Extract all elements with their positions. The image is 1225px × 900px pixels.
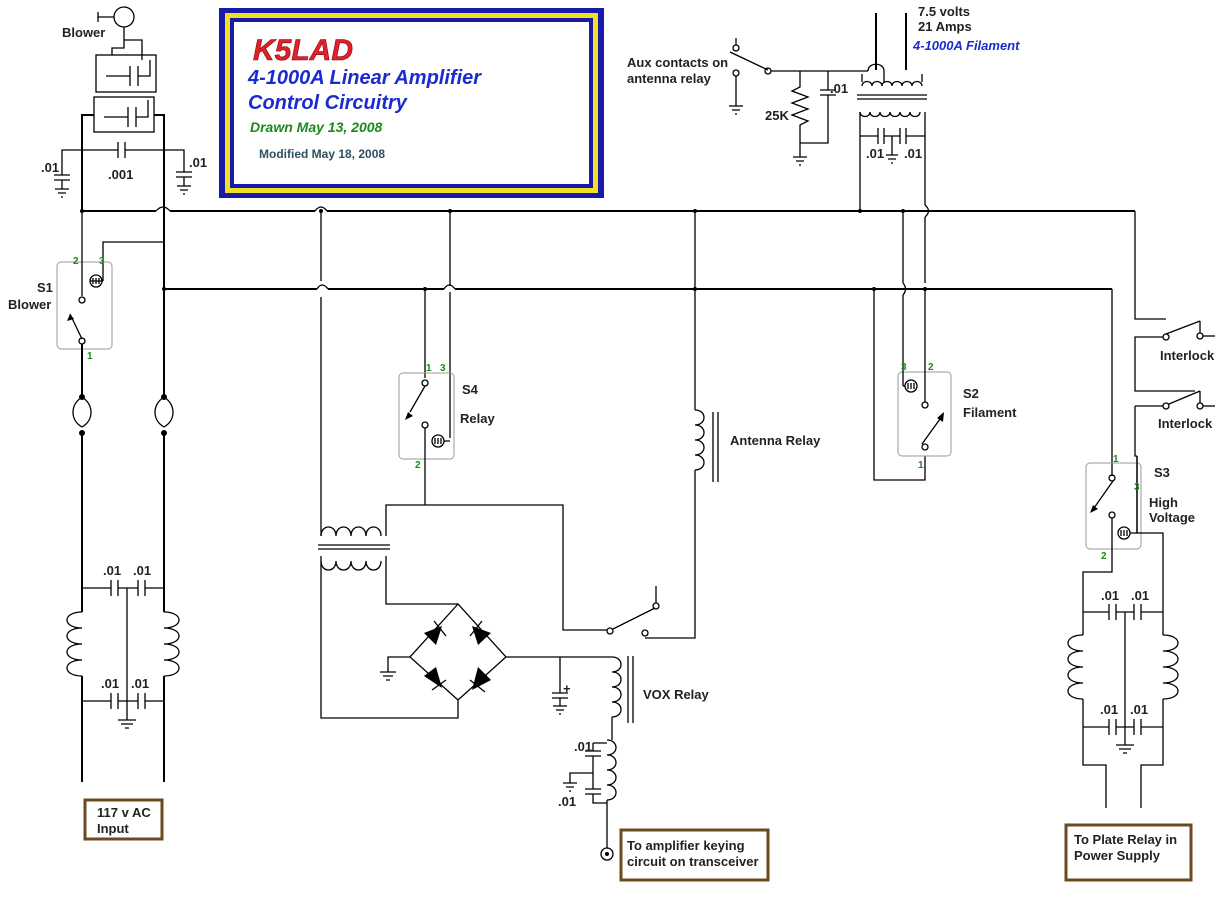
plate-relay-box: To Plate Relay in Power Supply [1064, 823, 1193, 882]
svg-text:3: 3 [440, 363, 446, 374]
svg-text:.01: .01 [904, 146, 922, 161]
svg-text:2: 2 [1101, 551, 1107, 562]
svg-text:.01: .01 [574, 739, 592, 754]
svg-text:1: 1 [87, 351, 93, 362]
s2-label: S2 [963, 386, 979, 401]
vox-relay-label: VOX Relay [643, 687, 710, 702]
s1-label: S1 [37, 280, 53, 295]
hv-filter: .01 .01 .01 .01 [1067, 588, 1179, 808]
cap-label-001: .001 [108, 167, 133, 182]
title-drawn-date: Drawn May 13, 2008 [250, 119, 383, 135]
svg-text:To Plate Relay in: To Plate Relay in [1074, 832, 1177, 847]
filament-transformer: 7.5 volts 21 Amps 4-1000A Filament .01 .… [857, 4, 1020, 283]
s1-blower-switch[interactable]: 2 3 1 S1 Blower [8, 211, 164, 395]
svg-text:Aux contacts on: Aux contacts on [627, 55, 728, 70]
svg-text:.01: .01 [1131, 588, 1149, 603]
svg-text:.01: .01 [133, 563, 151, 578]
svg-text:Interlock: Interlock [1160, 348, 1215, 363]
svg-text:.01: .01 [103, 563, 121, 578]
s4-relay-switch[interactable]: 1 3 2 S4 Relay [398, 211, 495, 505]
vox-relay: VOX Relay .01 .01 [558, 656, 710, 861]
cap-label-blower-left: .01 [41, 160, 59, 175]
svg-text:117 v AC: 117 v AC [97, 805, 151, 820]
svg-text:Voltage: Voltage [1149, 510, 1195, 525]
title-line-2: Control Circuitry [248, 92, 408, 114]
ac-input-box: 117 v AC Input [83, 798, 164, 841]
svg-text:+: + [563, 681, 571, 696]
svg-text:Power Supply: Power Supply [1074, 848, 1161, 863]
s4-label: S4 [462, 382, 479, 397]
svg-text:.01: .01 [830, 81, 848, 96]
svg-text:To amplifier keying: To amplifier keying [627, 838, 745, 853]
keying-box: To amplifier keying circuit on transceiv… [619, 828, 770, 882]
cap-label-blower-right: .01 [189, 155, 207, 170]
s3-high-voltage-switch[interactable]: 1 3 2 S3 High Voltage [1082, 289, 1195, 635]
s4-name: Relay [460, 411, 495, 426]
title-callsign: K5LAD [253, 34, 353, 67]
s3-label: S3 [1154, 465, 1170, 480]
svg-text:.01: .01 [558, 794, 576, 809]
svg-text:Interlock: Interlock [1158, 416, 1213, 431]
svg-text:.01: .01 [101, 676, 119, 691]
svg-text:3: 3 [99, 256, 105, 267]
blower-label: Blower [62, 25, 105, 40]
svg-text:2: 2 [415, 460, 421, 471]
svg-text:.01: .01 [1100, 702, 1118, 717]
title-line-1: 4-1000A Linear Amplifier [247, 67, 482, 89]
svg-text:2: 2 [928, 362, 934, 373]
svg-text:25K: 25K [765, 108, 789, 123]
antenna-relay: Antenna Relay [606, 211, 821, 639]
aux-contacts: Aux contacts on antenna relay 25K .01 [627, 38, 868, 166]
svg-text:Input: Input [97, 821, 129, 836]
s2-filament-switch[interactable]: 3 2 1 S2 Filament [873, 211, 1017, 481]
antenna-relay-label: Antenna Relay [730, 433, 821, 448]
title-modified-date: Modified May 18, 2008 [259, 147, 385, 161]
svg-text:High: High [1149, 495, 1178, 510]
main-buses [80, 206, 1135, 291]
vox-supply: + [318, 211, 612, 719]
svg-text:3: 3 [901, 362, 907, 373]
svg-text:2: 2 [73, 256, 79, 267]
svg-text:.01: .01 [1101, 588, 1119, 603]
interlocks[interactable]: Interlock Interlock [1134, 211, 1215, 457]
svg-text:antenna relay: antenna relay [627, 71, 712, 86]
ac-input-fuses: .01 .01 .01 .01 [66, 211, 180, 782]
s1-name: Blower [8, 297, 51, 312]
blower-motor: Blower .001 .01 .01 [41, 6, 207, 211]
filament-label: 4-1000A Filament [912, 38, 1020, 53]
svg-text:.01: .01 [131, 676, 149, 691]
svg-text:1: 1 [426, 363, 432, 374]
s2-name: Filament [963, 405, 1017, 420]
svg-text:21 Amps: 21 Amps [918, 19, 972, 34]
title-block: K5LAD 4-1000A Linear Amplifier Control C… [219, 8, 604, 198]
svg-text:1: 1 [918, 460, 924, 471]
svg-text:1: 1 [1113, 454, 1119, 465]
svg-text:circuit on transceiver: circuit on transceiver [627, 854, 759, 869]
svg-text:.01: .01 [1130, 702, 1148, 717]
svg-text:3: 3 [1134, 482, 1140, 493]
svg-text:7.5 volts: 7.5 volts [918, 4, 970, 19]
svg-text:.01: .01 [866, 146, 884, 161]
